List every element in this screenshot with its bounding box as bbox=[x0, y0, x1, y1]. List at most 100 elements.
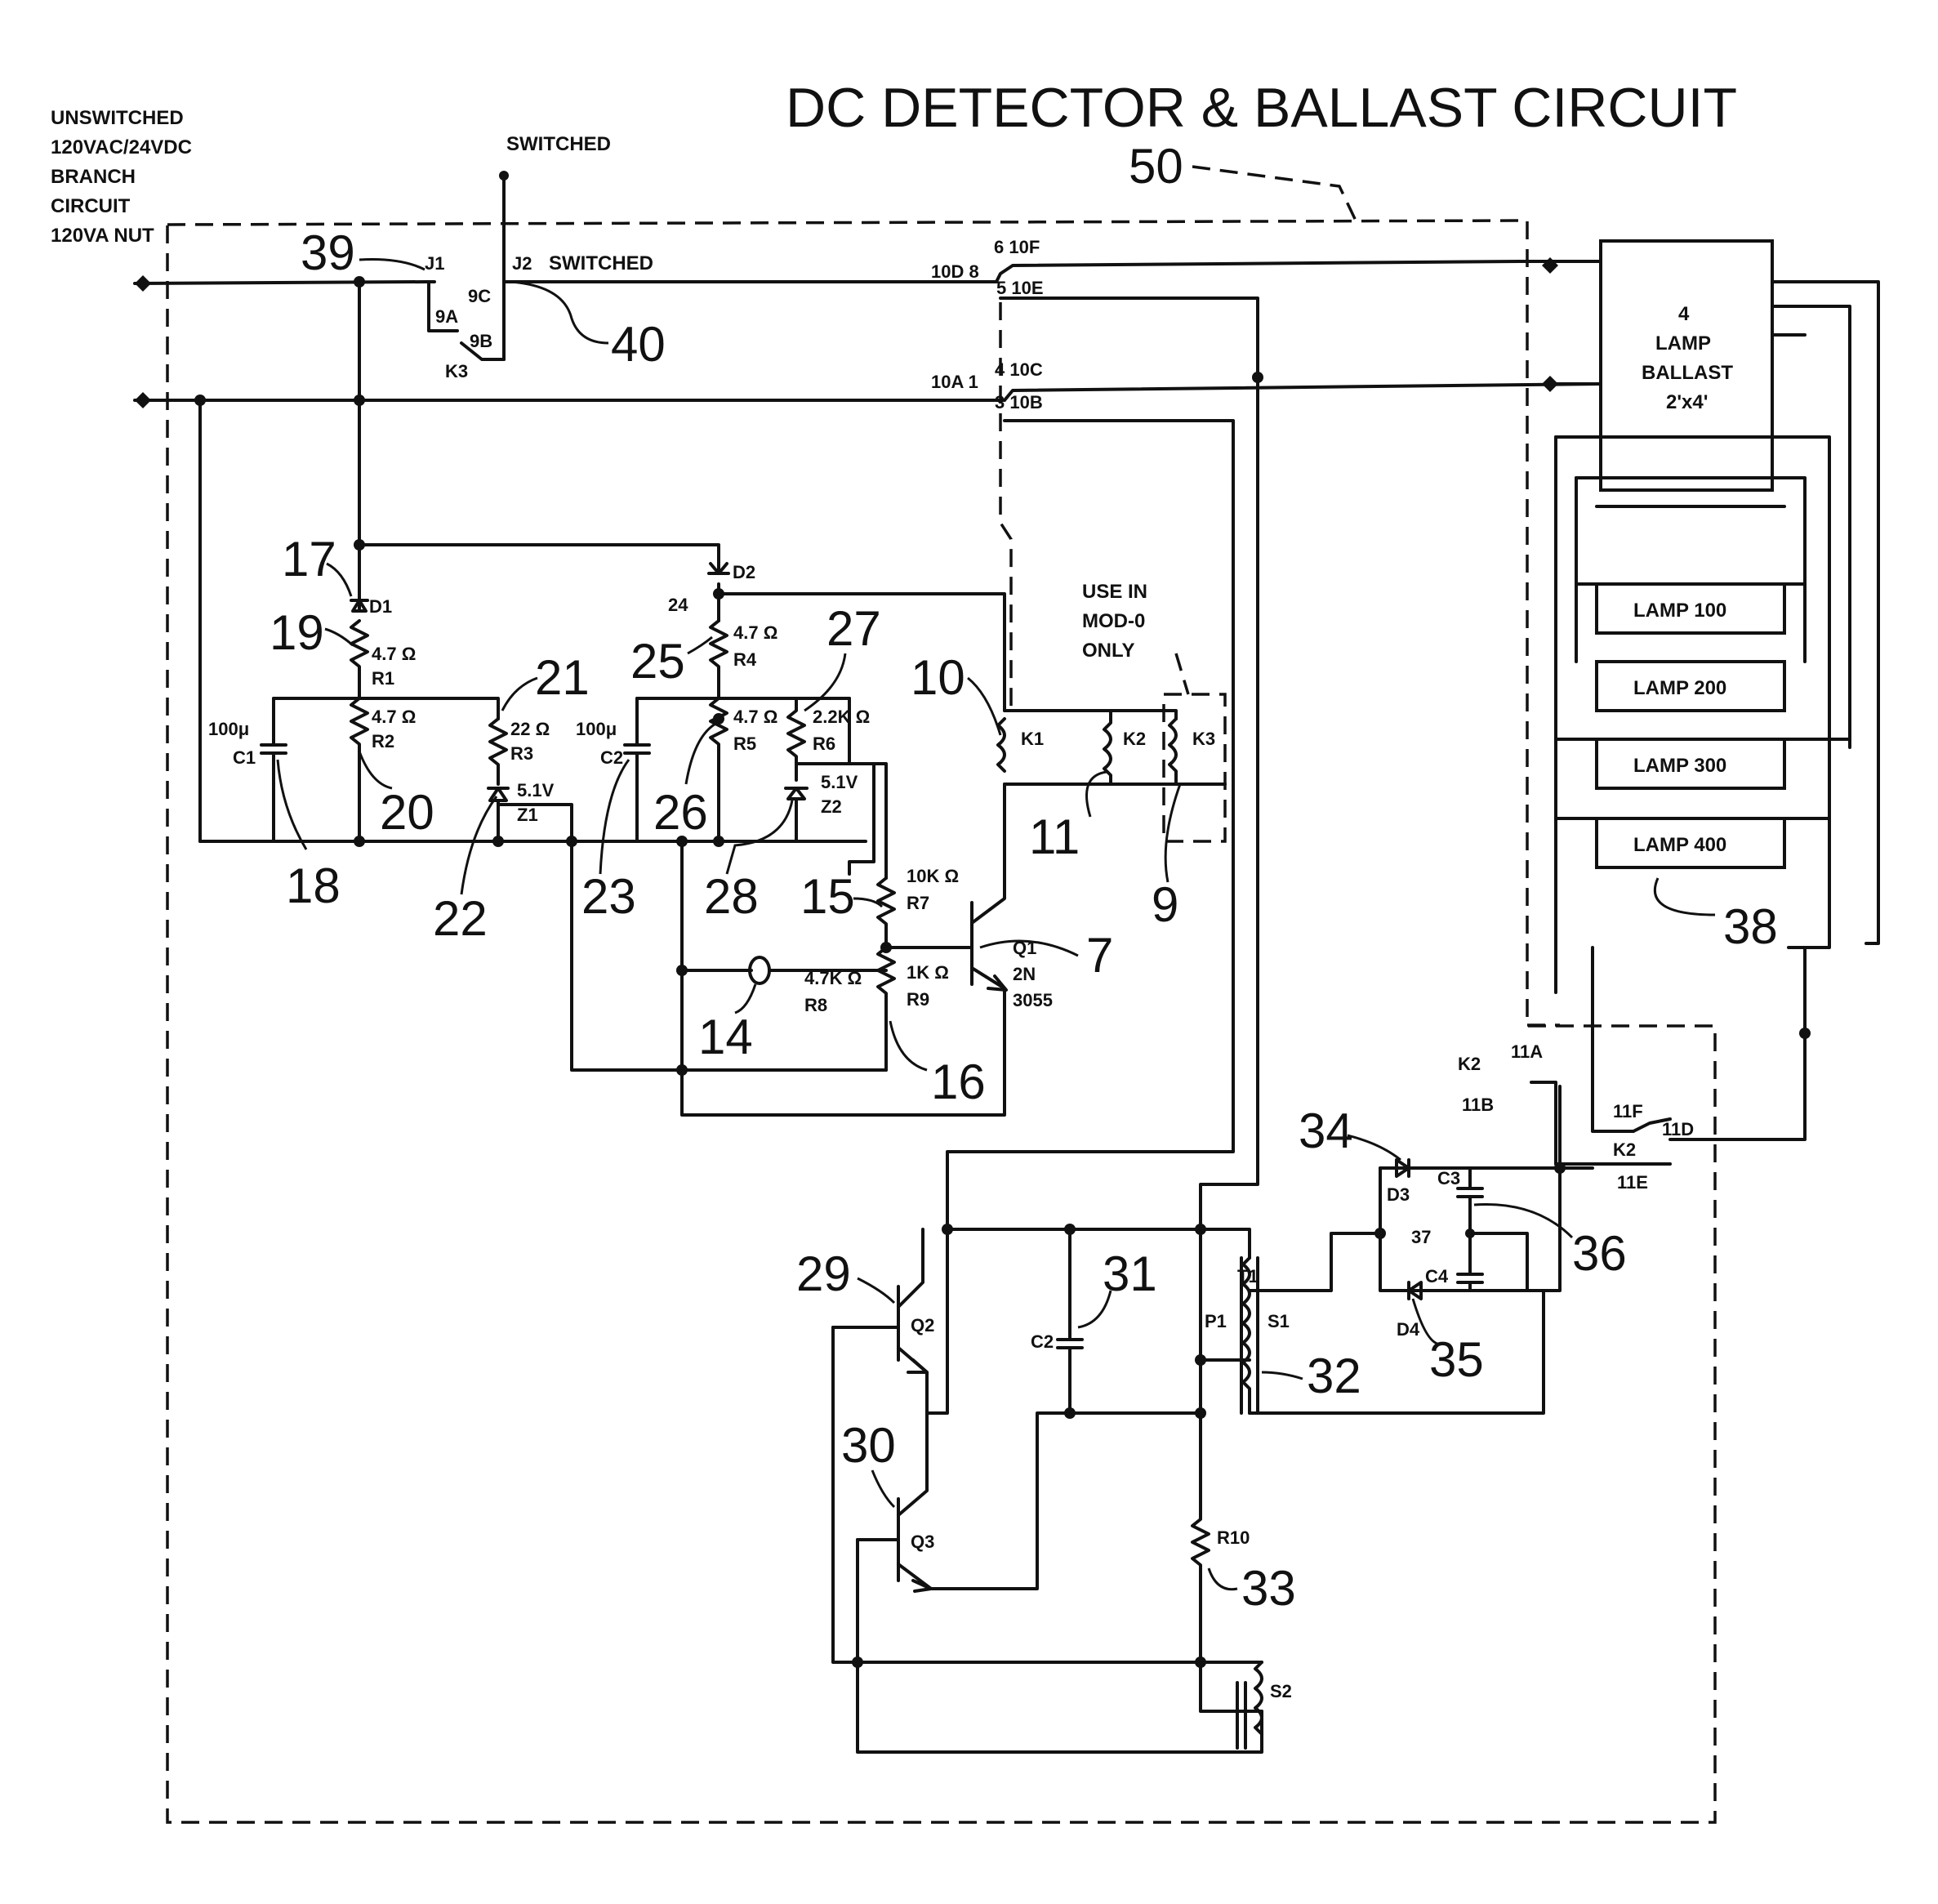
r7-value: 10K Ω bbox=[907, 866, 959, 886]
ref-25: 25 bbox=[630, 634, 685, 689]
use-in-mod0-line: ONLY bbox=[1082, 640, 1134, 662]
ref-32: 32 bbox=[1307, 1349, 1361, 1403]
use-in-mod0-line: MOD-0 bbox=[1082, 610, 1145, 632]
ref-36-leader bbox=[1473, 1203, 1574, 1239]
r1-value: 4.7 Ω bbox=[372, 644, 416, 664]
ref-38-leader bbox=[1653, 877, 1716, 916]
lamp-300 bbox=[1595, 738, 1786, 790]
d3-label: D3 bbox=[1387, 1184, 1410, 1205]
pin-10f: 6 10F bbox=[994, 237, 1040, 257]
ref-18-leader bbox=[276, 759, 308, 850]
label-9a: 9A bbox=[435, 306, 458, 327]
ref-21: 21 bbox=[535, 650, 590, 705]
label-k2: K2 bbox=[1123, 729, 1146, 749]
z2-value: 5.1V bbox=[821, 772, 858, 792]
ref-28: 28 bbox=[704, 869, 759, 924]
r3-label: R3 bbox=[510, 743, 533, 764]
r2-label: R2 bbox=[372, 731, 394, 751]
ref-10-leader bbox=[967, 676, 1002, 736]
label-9b: 9B bbox=[470, 331, 492, 351]
ref-27-leader bbox=[804, 653, 847, 712]
ref-14-leader bbox=[734, 983, 757, 1014]
ref-25-leader bbox=[687, 635, 713, 655]
ref-38: 38 bbox=[1723, 899, 1778, 954]
s1-label: S1 bbox=[1267, 1311, 1290, 1331]
ref-33-leader bbox=[1207, 1567, 1238, 1591]
ref-11-leader bbox=[1085, 770, 1107, 818]
r9-label: R9 bbox=[907, 989, 929, 1010]
ref-30: 30 bbox=[841, 1418, 896, 1473]
r8-value: 4.7K Ω bbox=[804, 968, 862, 988]
ref-17-leader bbox=[326, 562, 353, 597]
c4-label: C4 bbox=[1425, 1266, 1449, 1286]
ref-16: 16 bbox=[931, 1055, 986, 1109]
c1-label: C1 bbox=[233, 747, 256, 768]
ref-35: 35 bbox=[1429, 1332, 1484, 1387]
ref-23: 23 bbox=[581, 869, 636, 924]
r5-label: R5 bbox=[733, 734, 756, 754]
r4-label: R4 bbox=[733, 649, 757, 670]
ref-40-leader bbox=[510, 280, 609, 345]
lamp-100 bbox=[1595, 582, 1786, 635]
r8-label: R8 bbox=[804, 995, 827, 1015]
s2-label: S2 bbox=[1270, 1681, 1292, 1701]
ref-22-leader bbox=[460, 796, 498, 895]
pin-11d: 11D bbox=[1662, 1119, 1694, 1139]
ref-33: 33 bbox=[1241, 1561, 1296, 1616]
ref-39: 39 bbox=[301, 225, 355, 280]
ref-19: 19 bbox=[270, 605, 324, 660]
use-in-mod0-line: USE IN bbox=[1082, 581, 1147, 603]
ref-7: 7 bbox=[1086, 928, 1113, 983]
label-k1: K1 bbox=[1021, 729, 1044, 749]
ref-50-leader bbox=[1192, 165, 1357, 221]
lamp-200 bbox=[1595, 660, 1786, 712]
ref-31: 31 bbox=[1103, 1246, 1157, 1301]
ref-16-leader bbox=[889, 1020, 928, 1072]
label-9c: 9C bbox=[468, 286, 491, 306]
label-k3: K3 bbox=[445, 361, 468, 381]
label-j1: J1 bbox=[425, 253, 444, 274]
pin-11e: 11E bbox=[1617, 1172, 1648, 1193]
ref-26-leader bbox=[684, 721, 718, 785]
pin-11a: 11A bbox=[1511, 1041, 1543, 1062]
r5-value: 4.7 Ω bbox=[733, 707, 777, 727]
c2-value: 100μ bbox=[576, 719, 617, 739]
q1-part-b: 3055 bbox=[1013, 990, 1053, 1010]
label-j2: J2 bbox=[512, 253, 532, 274]
ballast-line: BALLAST bbox=[1642, 362, 1733, 384]
pin-10e: 5 10E bbox=[996, 278, 1044, 298]
ref-35-leader bbox=[1411, 1298, 1438, 1345]
oscillator-wiring bbox=[831, 1085, 1594, 1754]
input-label-line: UNSWITCHED bbox=[51, 107, 184, 129]
ref-14: 14 bbox=[698, 1010, 753, 1064]
r2-value: 4.7 Ω bbox=[372, 707, 416, 727]
ref-21-leader bbox=[501, 676, 538, 711]
ref-28-leader bbox=[725, 800, 794, 875]
label-d2: D2 bbox=[733, 562, 755, 582]
lamp-label: LAMP 300 bbox=[1633, 755, 1726, 777]
ref-29-leader bbox=[857, 1277, 896, 1304]
label-k3-coil: K3 bbox=[1192, 729, 1215, 749]
lamp-label: LAMP 100 bbox=[1633, 600, 1726, 622]
c2-label: C2 bbox=[600, 747, 623, 768]
input-label-line: 120VAC/24VDC bbox=[51, 136, 192, 158]
supply-wiring bbox=[133, 171, 1006, 843]
ref-31-leader bbox=[1077, 1290, 1112, 1329]
ref-23-leader bbox=[599, 759, 630, 875]
c2-osc-label: C2 bbox=[1031, 1331, 1054, 1352]
ref-15: 15 bbox=[800, 869, 855, 924]
ref-22: 22 bbox=[433, 891, 488, 946]
input-label: UNSWITCHED 120VAC/24VDC BRANCH CIRCUIT 1… bbox=[51, 107, 192, 247]
ref-24: 24 bbox=[668, 595, 688, 615]
label-d1: D1 bbox=[369, 596, 392, 617]
z1-label: Z1 bbox=[517, 805, 538, 825]
lamp-label: LAMP 200 bbox=[1633, 677, 1726, 699]
enclosure-boundary bbox=[166, 219, 1717, 1824]
c1-value: 100μ bbox=[208, 719, 249, 739]
ref-15-leader bbox=[853, 897, 884, 908]
pin-10d8: 10D 8 bbox=[931, 261, 979, 282]
ballast-block bbox=[1548, 239, 1880, 949]
ballast-line: 2'x4' bbox=[1666, 391, 1708, 413]
ref-20: 20 bbox=[380, 785, 434, 840]
